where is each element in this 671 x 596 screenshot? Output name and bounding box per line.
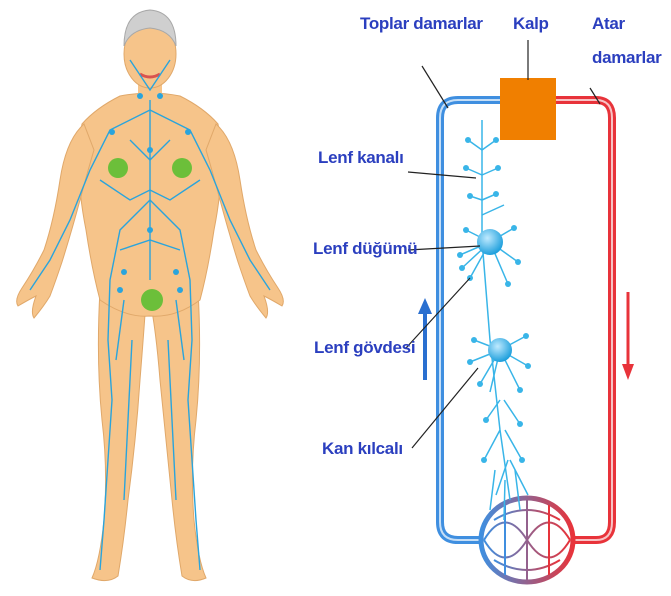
label-atar-line2: damarlar <box>592 48 661 68</box>
circulation-loop <box>418 78 634 582</box>
vein-loop <box>440 100 500 540</box>
lymph-tree-beads <box>457 137 531 463</box>
label-kalp: Kalp <box>513 14 549 34</box>
lymph-node-upper <box>477 229 503 255</box>
lymph-tree <box>460 120 528 520</box>
downward-flow-arrow <box>622 292 634 380</box>
heart-box <box>500 78 556 140</box>
label-atar-line1: Atar <box>592 14 625 34</box>
label-toplar-damarlar: Toplar damarlar <box>360 14 483 34</box>
label-kan-kilcali: Kan kılcalı <box>322 439 403 459</box>
human-body-illustration <box>17 10 284 581</box>
lymph-node-lower <box>488 338 512 362</box>
left-arm <box>17 124 94 318</box>
artery-loop <box>554 100 612 540</box>
capillary-mesh <box>484 500 570 580</box>
right-arm <box>206 124 283 318</box>
label-lenf-dugumu: Lenf düğümü <box>313 239 417 259</box>
upward-flow-arrow <box>418 298 432 380</box>
label-lenf-kanali: Lenf kanalı <box>318 148 404 168</box>
label-lenf-govdesi: Lenf gövdesi <box>314 338 415 358</box>
